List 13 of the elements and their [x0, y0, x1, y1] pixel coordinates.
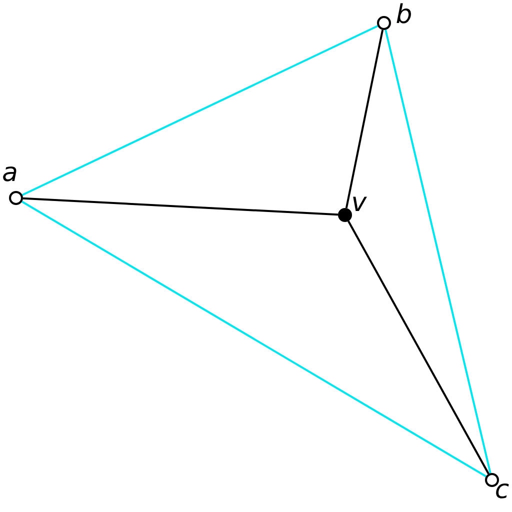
vertex-label: a [2, 160, 18, 186]
filled-vertex-dot [338, 208, 352, 222]
vertex-label: c [494, 477, 510, 503]
vertex-label: v [351, 190, 367, 216]
connecting-line [22, 197, 338, 216]
connecting-line [384, 30, 492, 474]
connecting-line [22, 200, 486, 478]
open-vertex-circle [9, 191, 23, 205]
connecting-line [348, 220, 490, 474]
open-vertex-circle [377, 16, 391, 30]
vertex-label: b [396, 2, 412, 28]
connecting-line [345, 30, 384, 208]
connecting-line [22, 25, 378, 196]
